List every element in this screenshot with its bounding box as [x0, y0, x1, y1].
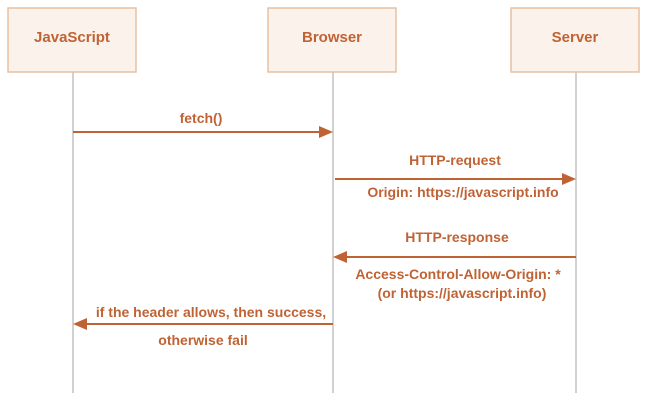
- message-http-response: HTTP-response Access-Control-Allow-Origi…: [333, 229, 576, 301]
- actor-browser: Browser: [267, 7, 397, 73]
- message-http-request-label: HTTP-request: [409, 152, 501, 168]
- arrowhead-right-icon: [562, 173, 576, 185]
- message-result-fail: otherwise fail: [158, 332, 247, 348]
- arrowhead-right-icon: [319, 126, 333, 138]
- actor-box-server: [510, 7, 640, 73]
- actor-label-javascript: JavaScript: [34, 29, 110, 46]
- actor-box-javascript: [7, 7, 137, 73]
- actor-label-server: Server: [552, 29, 599, 46]
- actor-server: Server: [510, 7, 640, 73]
- message-http-response-header: Access-Control-Allow-Origin: *: [355, 266, 561, 282]
- arrowhead-left-icon: [73, 318, 87, 330]
- actor-box-browser: [267, 7, 397, 73]
- message-result: if the header allows, then success, othe…: [73, 304, 333, 348]
- arrowhead-left-icon: [333, 251, 347, 263]
- message-fetch-label: fetch(): [180, 110, 223, 126]
- actor-javascript: JavaScript: [7, 7, 137, 73]
- message-http-response-label: HTTP-response: [405, 229, 509, 245]
- message-http-response-alt: (or https://javascript.info): [378, 285, 547, 301]
- actor-label-browser: Browser: [302, 29, 362, 46]
- message-result-success: if the header allows, then success,: [96, 304, 326, 320]
- message-http-request-origin: Origin: https://javascript.info: [367, 184, 558, 200]
- message-fetch: fetch(): [73, 110, 333, 138]
- message-http-request: HTTP-request Origin: https://javascript.…: [335, 152, 576, 200]
